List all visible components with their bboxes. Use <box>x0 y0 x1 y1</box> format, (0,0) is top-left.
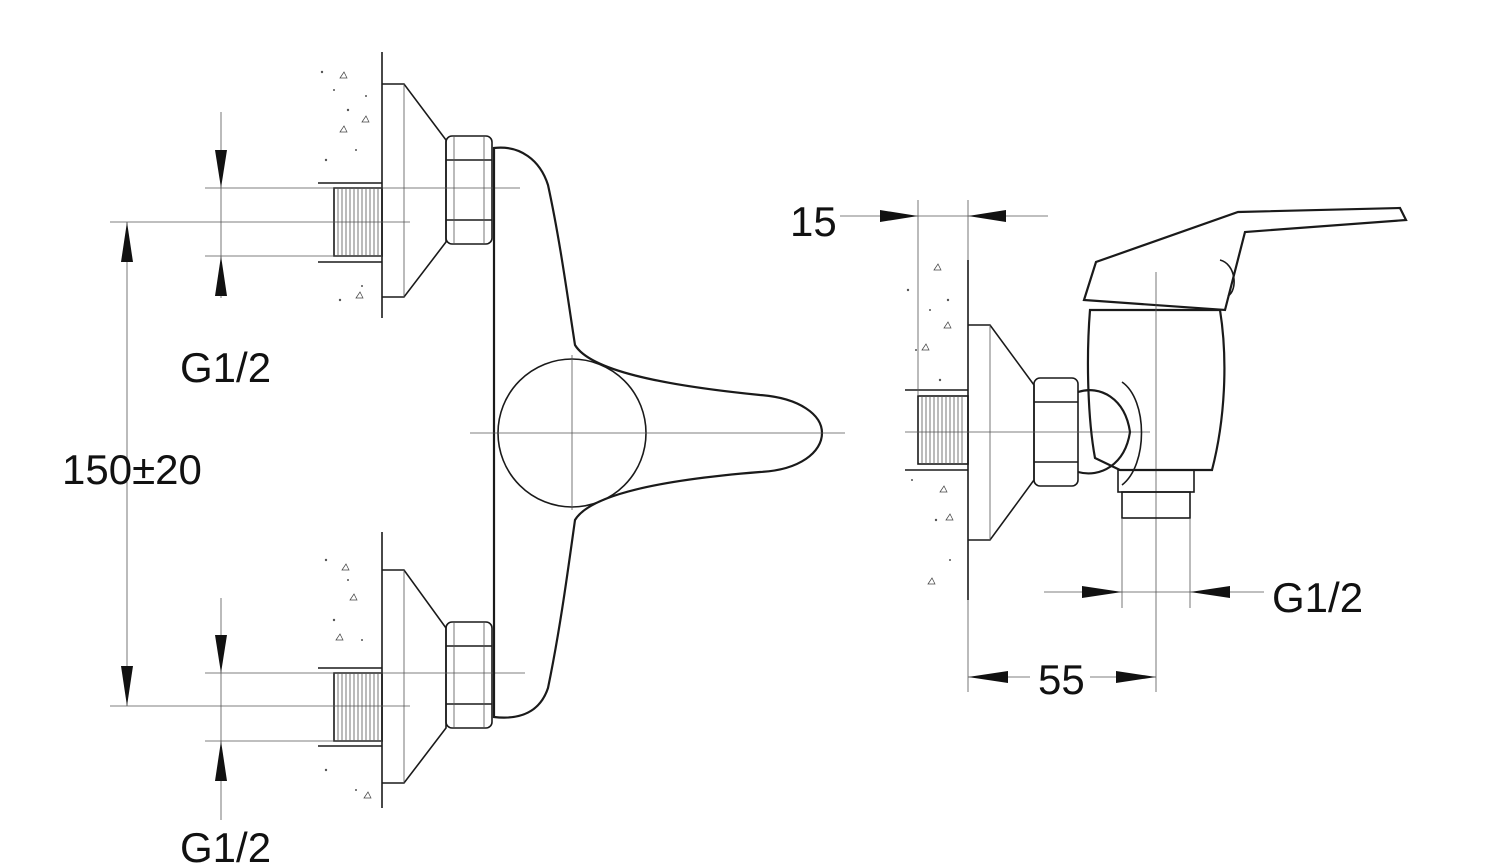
faucet-body-front <box>470 146 845 719</box>
side-pipe <box>905 324 1150 541</box>
dim-projection <box>967 600 1157 692</box>
wall-texture-lower <box>324 558 372 799</box>
side-view: 15 G1/2 55 <box>790 198 1408 703</box>
wall-offset-label: 15 <box>790 198 837 245</box>
dim-wall-offset <box>840 200 1048 396</box>
wall-texture-side <box>906 263 954 585</box>
dim-center-distance <box>121 222 133 706</box>
dim-upper-thread <box>215 112 227 298</box>
front-view: G1/2 G1/2 150±20 <box>62 52 845 868</box>
side-thread-label: G1/2 <box>1272 574 1363 621</box>
upper-connector <box>110 83 520 298</box>
dim-side-thread <box>1044 586 1264 598</box>
side-body <box>1077 206 1408 610</box>
center-distance-label: 150±20 <box>62 446 202 493</box>
dim-lower-thread <box>215 598 227 820</box>
projection-label: 55 <box>1038 656 1085 703</box>
upper-thread-label: G1/2 <box>180 344 271 391</box>
lower-connector <box>110 569 525 784</box>
wall-texture-upper <box>320 70 370 302</box>
lower-thread-label: G1/2 <box>180 824 271 868</box>
